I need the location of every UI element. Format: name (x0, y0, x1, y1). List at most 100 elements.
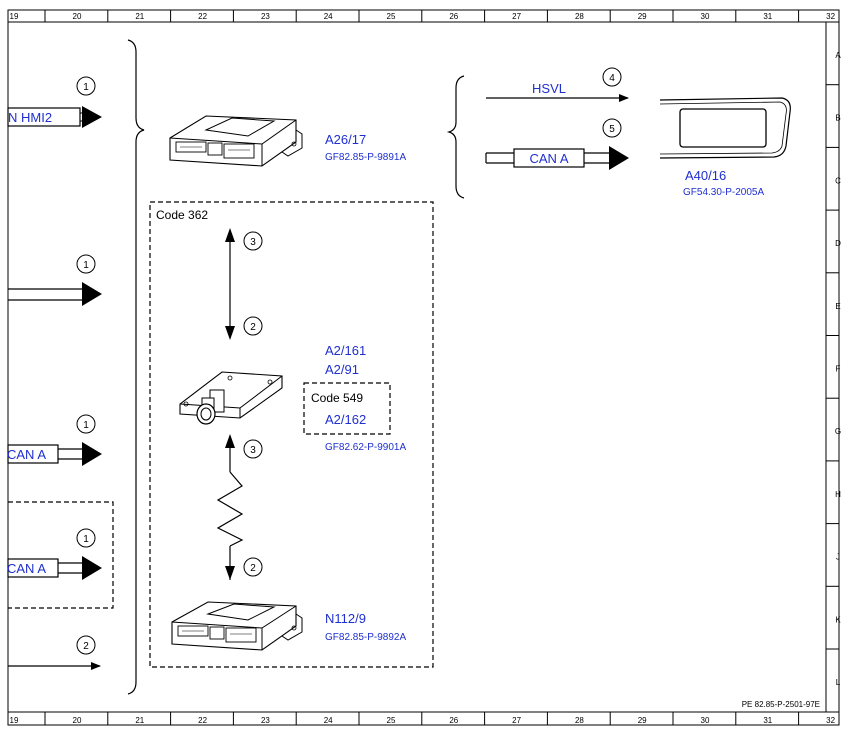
upper-link-bottom-marker: 2 (250, 322, 256, 333)
left-line-can-a-1-arrowhead (82, 442, 102, 466)
right-brace (446, 75, 465, 199)
left-line-can-a-1: CAN A 1 (7, 414, 102, 466)
row-label: L (836, 678, 841, 687)
left-line-can-a-1-label: CAN A (7, 447, 46, 462)
column-label-bottom: 29 (638, 716, 647, 725)
column-label-bottom: 21 (135, 716, 144, 725)
column-label-bottom: 25 (387, 716, 396, 725)
a26-17-id: A26/17 (325, 132, 366, 147)
can-a-top-marker: 5 (609, 124, 615, 135)
left-line-can-a-2-marker: 1 (83, 534, 89, 545)
a40-16-display-icon (659, 97, 791, 159)
column-label-top: 32 (826, 12, 835, 21)
column-label-bottom: 27 (512, 716, 521, 725)
a2-161-id: A2/161 (325, 343, 366, 358)
code-362-label: Code 362 (156, 208, 208, 222)
left-line-can-a-2: CAN A 1 (7, 528, 102, 580)
column-label-bottom: 19 (10, 716, 19, 725)
code-549-label: Code 549 (311, 391, 363, 405)
lower-link-arrow-down (225, 566, 235, 580)
column-label-bottom: 31 (763, 716, 772, 725)
a40-16-id: A40/16 (685, 168, 726, 183)
left-line-2-arrowhead (82, 282, 102, 306)
lower-link-top-marker: 3 (250, 445, 256, 456)
column-label-top: 30 (701, 12, 710, 21)
can-a-top-line: CAN A (485, 146, 629, 170)
left-line-hmi2-marker: 1 (83, 82, 89, 93)
row-label: K (835, 615, 841, 624)
row-label: E (835, 302, 840, 311)
hsvl-marker: 4 (609, 73, 615, 84)
column-label-top: 25 (387, 12, 396, 21)
a26-17-ref: GF82.85-P-9891A (325, 152, 406, 163)
row-label: A (835, 51, 841, 60)
column-label-bottom: 23 (261, 716, 270, 725)
a2-antenna-module-icon (179, 371, 283, 425)
column-label-top: 24 (324, 12, 333, 21)
column-label-bottom: 32 (826, 716, 835, 725)
column-label-top: 23 (261, 12, 270, 21)
column-label-top: 20 (73, 12, 82, 21)
column-label-bottom: 28 (575, 716, 584, 725)
a40-16-ref: GF54.30-P-2005A (683, 187, 764, 198)
column-label-bottom: 26 (449, 716, 458, 725)
column-ruler: 1919202021212222232324242525262627272828… (10, 10, 836, 725)
left-line-can-a-2-label: CAN A (7, 561, 46, 576)
column-label-bottom: 20 (73, 716, 82, 725)
column-label-top: 22 (198, 12, 207, 21)
upper-link-arrow-down (225, 326, 235, 340)
left-line-5-marker: 2 (83, 641, 89, 652)
column-label-top: 27 (512, 12, 521, 21)
column-label-bottom: 22 (198, 716, 207, 725)
can-a-top-marker-circle (602, 118, 622, 138)
left-dashed-frame (8, 501, 114, 609)
left-line-hmi2: N HMI2 1 (7, 76, 102, 128)
a26-17-module-icon (169, 115, 303, 167)
row-label: B (835, 114, 840, 123)
can-a-top-label: CAN A (529, 151, 568, 166)
a2-162-id: A2/162 (325, 412, 366, 427)
n112-9-module-icon (171, 601, 303, 651)
left-line-hmi2-label: N HMI2 (8, 110, 52, 125)
column-label-top: 19 (10, 12, 19, 21)
row-label: G (835, 427, 841, 436)
can-a-top-arrowhead (609, 146, 629, 170)
row-label: J (836, 553, 840, 562)
left-line-hmi2-arrowhead (82, 106, 102, 128)
left-line-2: 1 (8, 254, 102, 306)
left-line-can-a-2-arrowhead (82, 556, 102, 580)
column-label-top: 26 (449, 12, 458, 21)
column-label-bottom: 30 (701, 716, 710, 725)
row-label: F (836, 365, 841, 374)
upper-link-bottom-circle (243, 316, 263, 336)
hsvl-label: HSVL (532, 81, 566, 96)
upper-link-top-marker: 3 (250, 237, 256, 248)
a2-ref: GF82.62-P-9901A (325, 442, 406, 453)
a2-91-id: A2/91 (325, 362, 359, 377)
hsvl-marker-circle (602, 67, 622, 87)
column-label-top: 29 (638, 12, 647, 21)
row-label: H (835, 490, 841, 499)
lower-link-top-circle (243, 439, 263, 459)
left-line-2-marker: 1 (83, 260, 89, 271)
column-label-top: 31 (763, 12, 772, 21)
column-label-top: 28 (575, 12, 584, 21)
lower-link-bottom-circle (243, 557, 263, 577)
left-brace (127, 39, 145, 695)
left-line-5: 2 (8, 635, 101, 670)
sheet-border (7, 9, 840, 726)
left-line-can-a-1-marker: 1 (83, 420, 89, 431)
lower-link-arrow-up (225, 434, 235, 448)
lower-link-bottom-marker: 2 (250, 563, 256, 574)
column-label-bottom: 24 (324, 716, 333, 725)
n112-9-id: N112/9 (325, 611, 366, 626)
upper-link-arrow-up (225, 228, 235, 242)
code-362-box (149, 201, 434, 668)
upper-link-top-circle (243, 231, 263, 251)
document-reference: PE 82.85-P-2501-97E (742, 700, 820, 709)
column-label-top: 21 (135, 12, 144, 21)
code-549-box (303, 382, 391, 435)
n112-9-ref: GF82.85-P-9892A (325, 632, 406, 643)
